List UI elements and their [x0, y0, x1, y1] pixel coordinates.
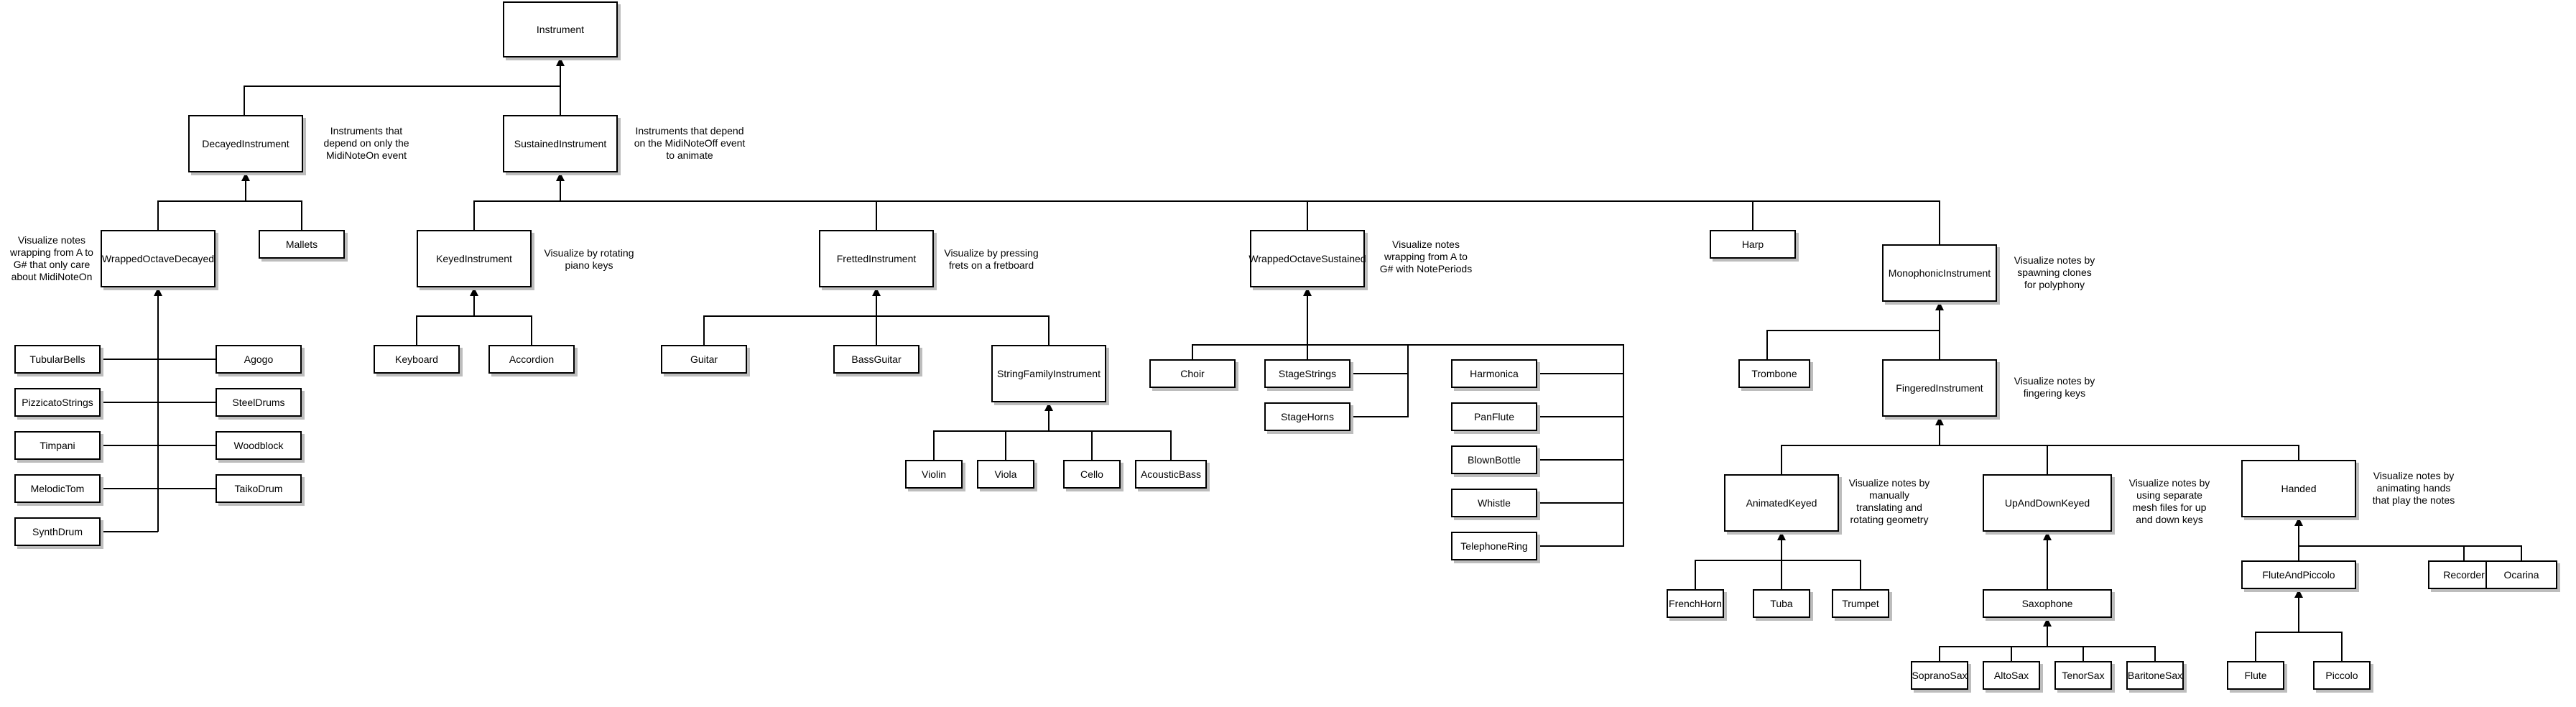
wrapped-octave-sustained-node[interactable]: WrappedOctaveSustained [1248, 230, 1366, 287]
up-down-keyed-note: Visualize notes by using separate mesh f… [2128, 477, 2210, 525]
connector-animated-bus [1695, 560, 1861, 589]
monophonic-instrument-node[interactable]: MonophonicInstrument [1882, 244, 1997, 302]
connector-fp-bus [2255, 632, 2343, 661]
wrapped-octave-decayed-node[interactable]: WrappedOctaveDecayed [101, 230, 216, 287]
up-and-down-keyed-node[interactable]: UpAndDownKeyed [1983, 474, 2112, 532]
handed-node[interactable]: Handed [2241, 460, 2356, 517]
connector-string-bus [933, 430, 1172, 460]
whistle-node[interactable]: Whistle [1451, 489, 1537, 517]
woodblock-node[interactable]: Woodblock [216, 431, 302, 460]
connector-mono-bus [1766, 330, 1940, 359]
decayed-note: Instruments that depend on only the Midi… [323, 125, 409, 161]
connector-sax-bus [1939, 646, 2156, 661]
connector-decayed-bus [157, 200, 302, 230]
pizzicato-strings-node[interactable]: PizzicatoStrings [14, 388, 101, 417]
mallets-node[interactable]: Mallets [259, 230, 345, 259]
flute-and-piccolo-node[interactable]: FluteAndPiccolo [2241, 560, 2356, 589]
cello-node[interactable]: Cello [1063, 460, 1121, 489]
acoustic-bass-node[interactable]: AcousticBass [1135, 460, 1207, 489]
animated-keyed-note: Visualize notes by manually translating … [1848, 477, 1930, 525]
guitar-node[interactable]: Guitar [661, 345, 747, 374]
tubular-bells-node[interactable]: TubularBells [14, 345, 101, 374]
keyed-note: Visualize by rotating piano keys [544, 247, 634, 271]
sustained-note: Instruments that depend on the MidiNoteO… [634, 125, 746, 161]
harp-node[interactable]: Harp [1710, 230, 1796, 259]
timpani-node[interactable]: Timpani [14, 431, 101, 460]
animated-keyed-node[interactable]: AnimatedKeyed [1724, 474, 1839, 532]
accordion-node[interactable]: Accordion [488, 345, 575, 374]
connector-instrument-bus [244, 86, 561, 115]
pan-flute-node[interactable]: PanFlute [1451, 402, 1537, 431]
trombone-node[interactable]: Trombone [1738, 359, 1810, 388]
connector-wos-bus [1192, 344, 1624, 547]
flute-node[interactable]: Flute [2227, 661, 2284, 690]
wrapped-decayed-note: Visualize notes wrapping from A to G# th… [10, 234, 93, 282]
baritone-sax-node[interactable]: BaritoneSax [2126, 661, 2184, 690]
string-family-instrument-node[interactable]: StringFamilyInstrument [991, 345, 1106, 402]
fretted-note: Visualize by pressing frets on a fretboa… [944, 247, 1039, 271]
taiko-drum-node[interactable]: TaikoDrum [216, 474, 302, 503]
telephone-ring-node[interactable]: TelephoneRing [1451, 532, 1537, 560]
piccolo-node[interactable]: Piccolo [2313, 661, 2371, 690]
agogo-node[interactable]: Agogo [216, 345, 302, 374]
sustained-instrument-node[interactable]: SustainedInstrument [503, 115, 618, 172]
connector-keyed-bus [416, 315, 532, 345]
keyed-instrument-node[interactable]: KeyedInstrument [417, 230, 532, 287]
alto-sax-node[interactable]: AltoSax [1983, 661, 2040, 690]
keyboard-node[interactable]: Keyboard [374, 345, 460, 374]
stage-horns-node[interactable]: StageHorns [1264, 402, 1350, 431]
connector-sustained-bus [473, 200, 1940, 244]
melodic-tom-node[interactable]: MelodicTom [14, 474, 101, 503]
fingered-instrument-node[interactable]: FingeredInstrument [1882, 359, 1997, 417]
connector-wos-stage [1350, 345, 1409, 417]
trumpet-node[interactable]: Trumpet [1832, 589, 1889, 618]
fretted-instrument-node[interactable]: FrettedInstrument [819, 230, 934, 287]
violin-node[interactable]: Violin [905, 460, 963, 489]
connector-handed-bus [2298, 545, 2522, 560]
wrapped-sustained-note: Visualize notes wrapping from A to G# wi… [1379, 239, 1473, 274]
synth-drum-node[interactable]: SynthDrum [14, 517, 101, 546]
connector-to-instrument [244, 57, 565, 115]
bass-guitar-node[interactable]: BassGuitar [833, 345, 919, 374]
handed-note: Visualize notes by animating hands that … [2372, 470, 2455, 506]
viola-node[interactable]: Viola [977, 460, 1034, 489]
tuba-node[interactable]: Tuba [1753, 589, 1810, 618]
saxophone-node[interactable]: Saxophone [1983, 589, 2112, 618]
steel-drums-node[interactable]: SteelDrums [216, 388, 302, 417]
blown-bottle-node[interactable]: BlownBottle [1451, 445, 1537, 474]
harmonica-node[interactable]: Harmonica [1451, 359, 1537, 388]
choir-node[interactable]: Choir [1149, 359, 1236, 388]
connector-fingered-bus [1781, 445, 2299, 474]
monophonic-note: Visualize notes by spawning clones for p… [2014, 254, 2095, 290]
stage-strings-node[interactable]: StageStrings [1264, 359, 1350, 388]
decayed-instrument-node[interactable]: DecayedInstrument [188, 115, 303, 172]
fingered-note: Visualize notes by fingering keys [2014, 375, 2095, 399]
instrument-node[interactable]: Instrument [503, 1, 618, 57]
french-horn-node[interactable]: FrenchHorn [1667, 589, 1724, 618]
ocarina-node[interactable]: Ocarina [2485, 560, 2557, 589]
soprano-sax-node[interactable]: SopranoSax [1911, 661, 1968, 690]
tenor-sax-node[interactable]: TenorSax [2054, 661, 2112, 690]
